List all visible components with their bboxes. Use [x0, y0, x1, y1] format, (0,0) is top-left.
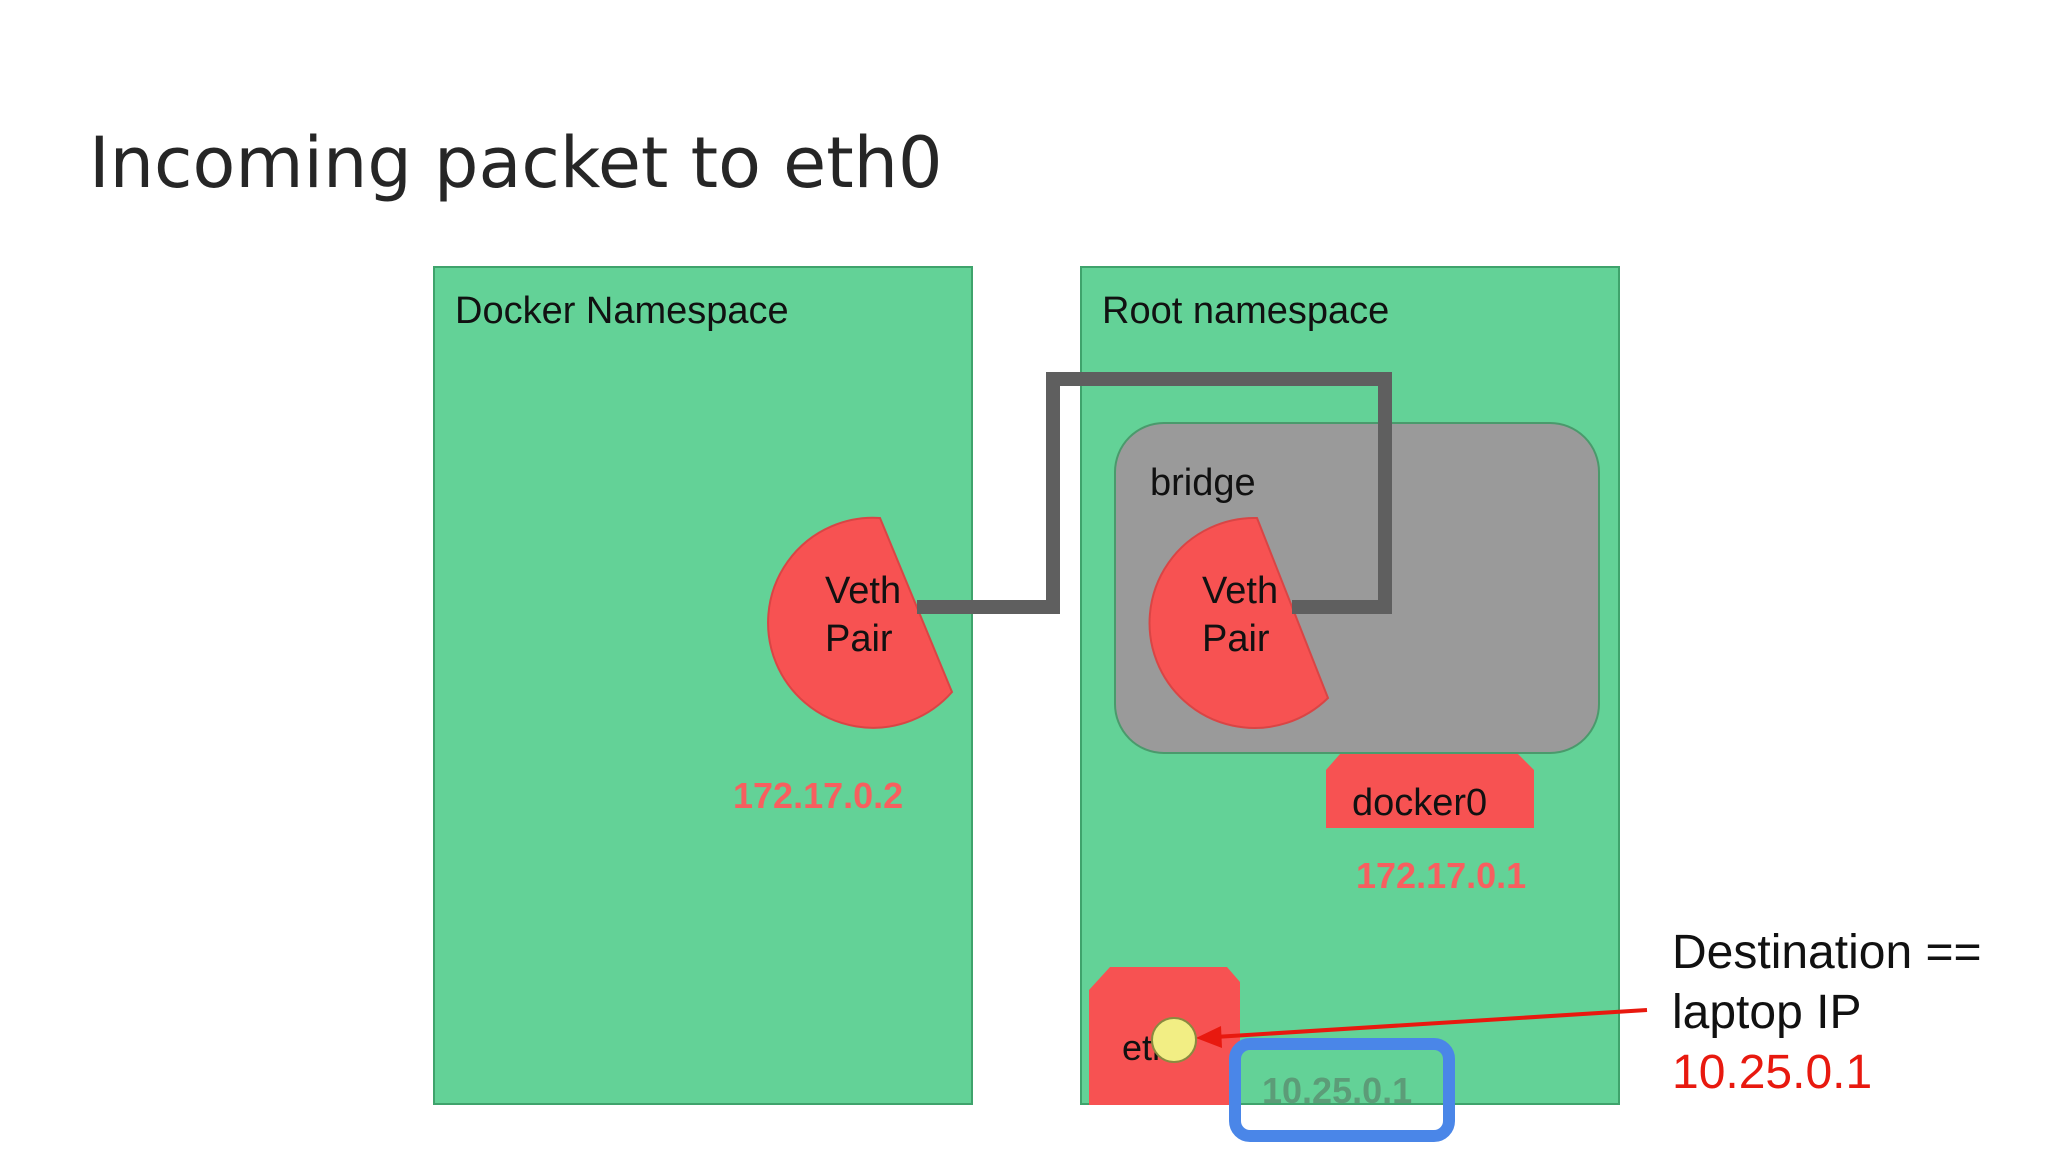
slide-title: Incoming packet to eth0	[89, 122, 943, 204]
docker0-interface-shape	[1326, 754, 1534, 828]
bridge-veth-label-line2: Pair	[1202, 618, 1270, 660]
annotation-line2: laptop IP	[1672, 986, 1862, 1039]
bridge-veth-pair-shape	[1148, 516, 1330, 729]
root-namespace-label: Root namespace	[1102, 290, 1390, 332]
bridge-veth-label-line1: Veth	[1202, 570, 1279, 612]
eth0-ip: 10.25.0.1	[1262, 1070, 1413, 1111]
bridge-label: bridge	[1150, 462, 1256, 504]
docker-veth-label-line1: Veth	[825, 570, 902, 612]
docker0-ip: 172.17.0.1	[1356, 855, 1527, 896]
docker-veth-pair-shape	[767, 516, 954, 729]
veth-cable	[917, 372, 1392, 614]
eth0-ip-highlight	[1229, 1038, 1455, 1142]
docker-namespace-ip: 172.17.0.2	[733, 775, 904, 816]
annotation-line1: Destination ==	[1672, 926, 1982, 979]
destination-arrow-head	[1196, 1026, 1222, 1048]
docker-veth-label-line2: Pair	[825, 618, 893, 660]
docker0-label: docker0	[1352, 782, 1488, 824]
destination-arrow-line	[1214, 1008, 1648, 1039]
annotation-ip: 10.25.0.1	[1672, 1046, 1873, 1099]
packet-dot	[1151, 1017, 1197, 1063]
docker-namespace-label: Docker Namespace	[455, 290, 789, 332]
